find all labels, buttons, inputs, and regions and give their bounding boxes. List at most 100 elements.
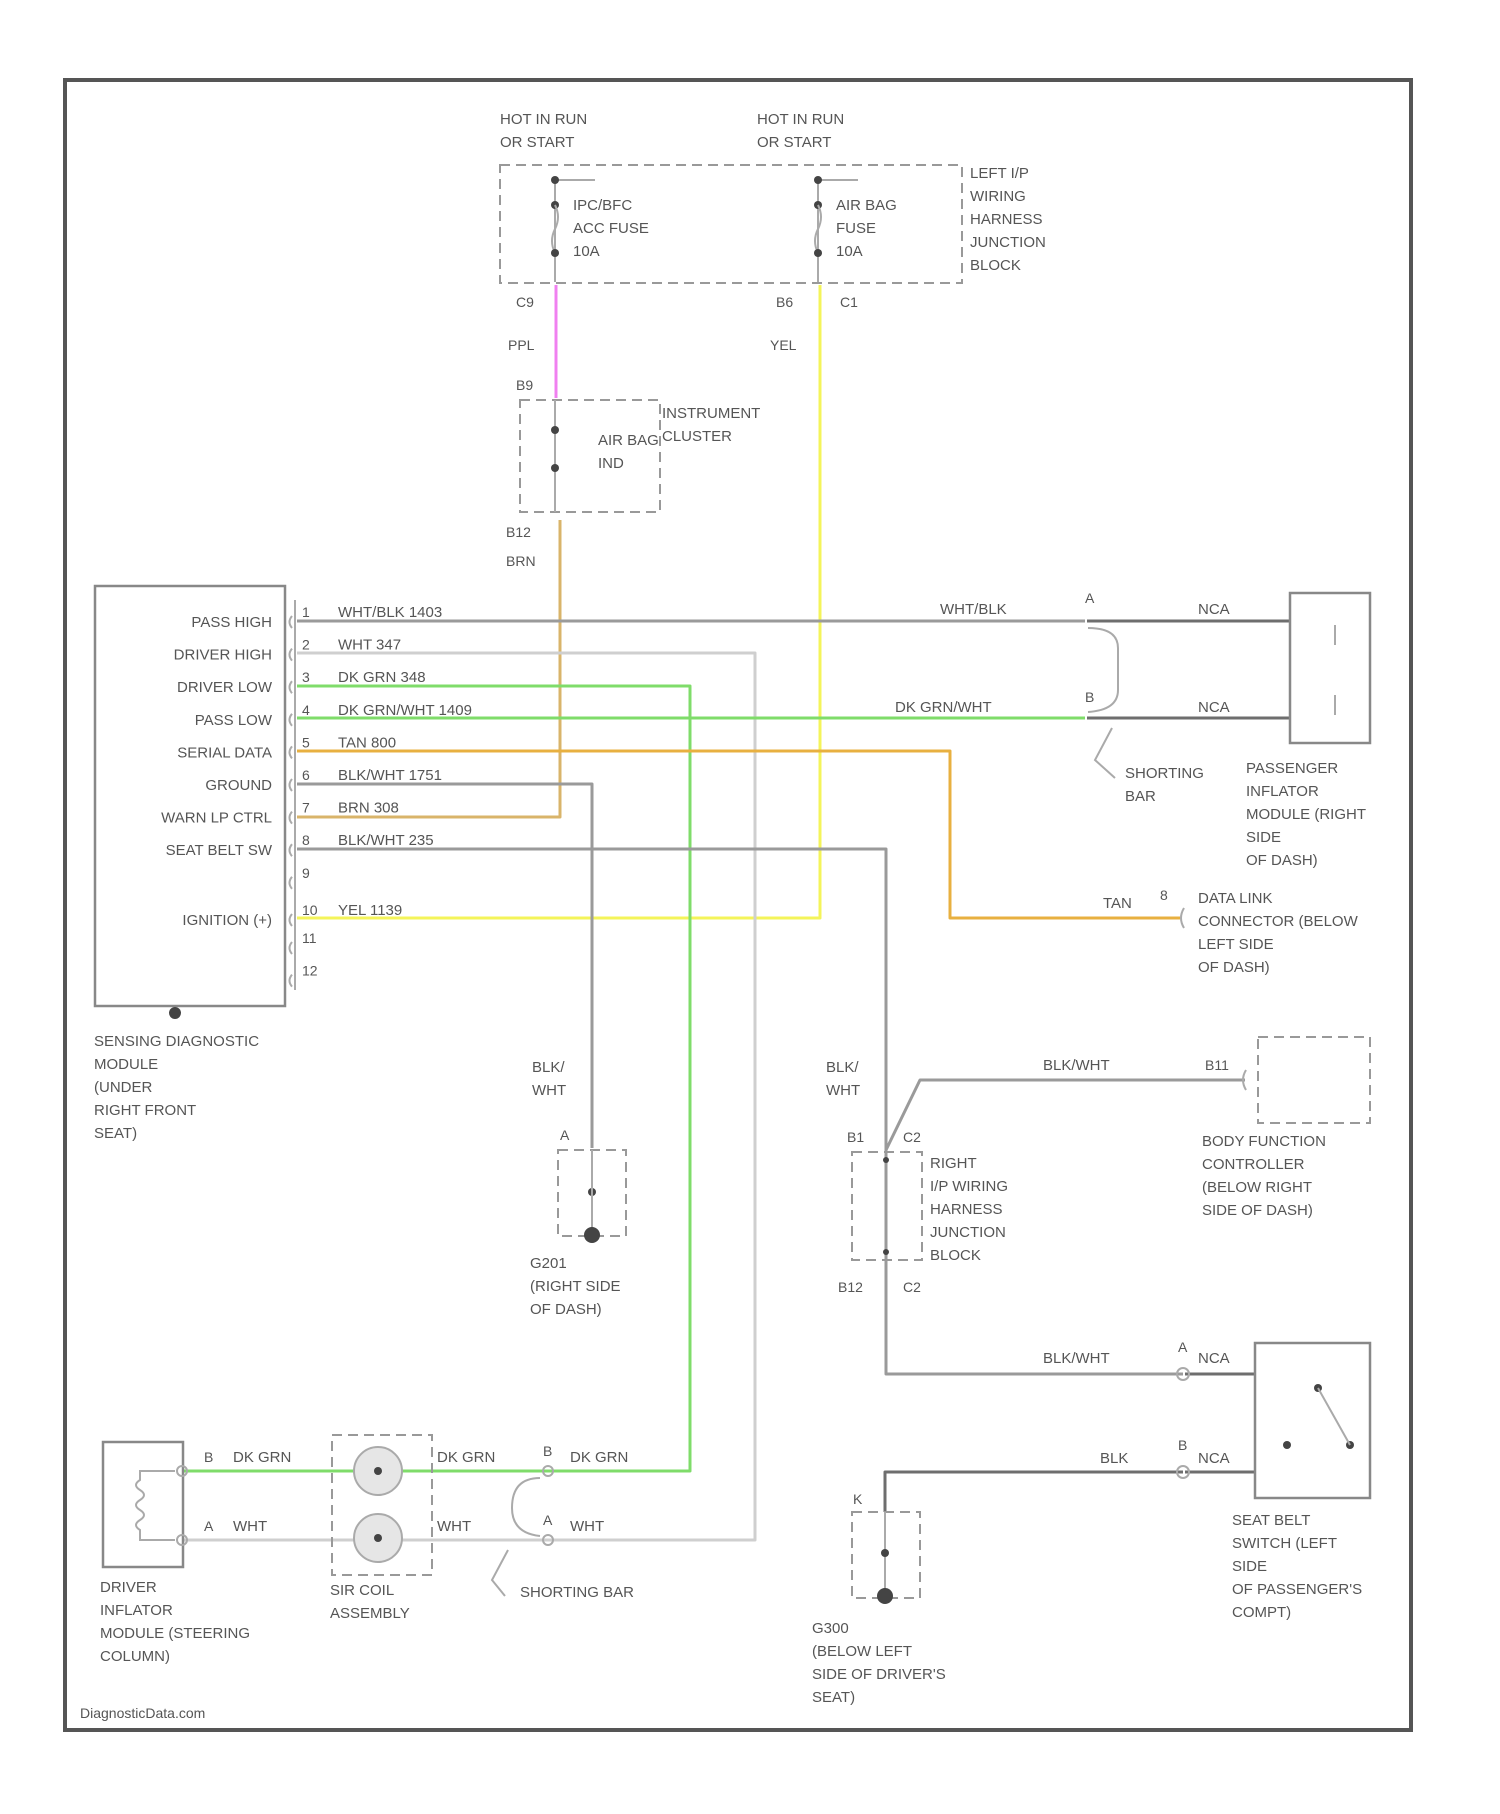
wire-wht-347	[297, 653, 755, 1540]
coil-pin-a: A	[543, 1512, 553, 1528]
pin-b9: B9	[516, 377, 533, 393]
bfc-outline	[1258, 1037, 1370, 1123]
sdm-row-label: PASS LOW	[195, 712, 273, 729]
sdm-pin-terminal	[290, 844, 293, 856]
sdm-wire-label: BLK/WHT 1751	[338, 767, 442, 784]
sdm-wire-label: YEL 1139	[338, 902, 402, 919]
sdm-wire-label: BLK/WHT 235	[338, 832, 434, 849]
fuse1-terminal-top	[551, 176, 559, 184]
g201-wire-label: BLK/WHT	[532, 1059, 566, 1099]
junction-terminal-top	[883, 1157, 889, 1163]
sb-wire1-label: BLK/WHT	[1043, 1350, 1110, 1367]
fuse2-terminal-bot	[814, 249, 822, 257]
sdm-pin-terminal	[290, 942, 293, 954]
sdm-pin-number: 11	[302, 930, 317, 946]
driver-wire-a: WHT	[233, 1518, 267, 1535]
wire-blk-wht-235	[297, 849, 1183, 1374]
sdm-row-label: DRIVER HIGH	[174, 647, 272, 664]
sdm-pin-number: 6	[302, 767, 310, 783]
fuse2-label: AIR BAGFUSE10A	[836, 197, 897, 260]
sdm-pin-terminal	[290, 779, 293, 791]
instrument-cluster: B9 INSTRUMENTCLUSTER AIR BAGIND B12 BRN	[506, 377, 760, 569]
g300-ground-dot	[877, 1588, 893, 1604]
coil-wire-a2: WHT	[570, 1518, 604, 1535]
fuse-block-outline	[500, 165, 962, 283]
driver-shorting-bar	[512, 1478, 540, 1536]
passenger-module-box	[1290, 593, 1370, 743]
pin-c9: C9	[516, 294, 534, 310]
pin-c1: C1	[840, 294, 858, 310]
sdm-pin-number: 9	[302, 865, 310, 881]
body-function-controller: BLK/WHT B11 BODY FUNCTIONCONTROLLER(BELO…	[1043, 1037, 1370, 1219]
sdm-wire-label: TAN 800	[338, 734, 396, 751]
sdm-wire-label: BRN 308	[338, 800, 399, 817]
shorting-bar-pointer	[1095, 728, 1115, 778]
sdm-pin-terminal	[290, 681, 293, 693]
sdm-pin-terminal	[290, 746, 293, 758]
driver-inflator-element	[136, 1471, 175, 1540]
sb-contact-2	[1283, 1441, 1291, 1449]
cluster-terminal-2	[551, 464, 559, 472]
sdm-row-label: WARN LP CTRL	[161, 810, 272, 827]
hot-label-1: HOT IN RUNOR START	[500, 111, 587, 151]
driver-pin-b: B	[204, 1449, 213, 1465]
sb-nca2: NCA	[1198, 1450, 1230, 1467]
coil-wire-wht: WHT	[437, 1518, 471, 1535]
junction-wire-label: BLK/WHT	[826, 1059, 860, 1099]
pass-pin-b: B	[1085, 689, 1094, 705]
bfc-pin: B11	[1205, 1057, 1229, 1073]
sdm-pin-terminal	[290, 914, 293, 926]
g300-terminal	[881, 1549, 889, 1557]
pass-wire1-label: WHT/BLK	[940, 601, 1007, 618]
dlc-wire-label: TAN	[1103, 895, 1132, 912]
data-link-connector: TAN 8 DATA LINKCONNECTOR (BELOWLEFT SIDE…	[1103, 887, 1359, 976]
driver-module-box	[103, 1442, 183, 1567]
g201-pin: A	[560, 1127, 570, 1143]
junction-pin-c2: C2	[903, 1129, 921, 1145]
sdm-pin-terminal	[290, 877, 293, 889]
coil-pin-b: B	[543, 1443, 552, 1459]
sdm-row-label: DRIVER LOW	[177, 679, 273, 696]
sdm-row-label: PASS HIGH	[191, 614, 272, 631]
junction-pin-b12: B12	[838, 1279, 863, 1295]
sdm-pin-number: 4	[302, 702, 310, 718]
seat-belt-switch: BLK/WHT A NCA BLK B NCA SEAT BELTSWITCH …	[1043, 1339, 1370, 1621]
pass-pin-a: A	[1085, 590, 1095, 606]
sdm-pin-terminal	[290, 812, 293, 824]
sdm-pin-number: 3	[302, 669, 310, 685]
pin-b6: B6	[776, 294, 793, 310]
left-ip-junction-block: HOT IN RUNOR START HOT IN RUNOR START IP…	[500, 111, 1046, 353]
wire-label-ppl: PPL	[508, 337, 535, 353]
sdm-pin-terminal	[290, 616, 293, 628]
sb-switch-blade	[1318, 1388, 1350, 1445]
driver-wire-b: DK GRN	[233, 1449, 291, 1466]
pass-nca1: NCA	[1198, 601, 1230, 618]
bfc-wire-label: BLK/WHT	[1043, 1057, 1110, 1074]
passenger-inflator-module: WHT/BLK A NCA DK GRN/WHT B NCA SHORTINGB…	[895, 590, 1370, 869]
sdm-wire-label: DK GRN/WHT 1409	[338, 702, 472, 719]
wire-label-yel: YEL	[770, 337, 797, 353]
sdm-ground-dot	[169, 1007, 181, 1019]
pin-b12-cluster: B12	[506, 524, 531, 540]
sdm-pin-number: 8	[302, 832, 310, 848]
sdm-pin-number: 7	[302, 800, 310, 816]
ground-g300: K G300(BELOW LEFTSIDE OF DRIVER'SSEAT)	[812, 1491, 946, 1706]
driver-shorting-label: SHORTING BAR	[520, 1584, 634, 1601]
sdm-wire-label: DK GRN 348	[338, 669, 426, 686]
cluster-terminal-1	[551, 426, 559, 434]
coil-wire-b2: DK GRN	[570, 1449, 628, 1466]
wire-label-brn: BRN	[506, 553, 536, 569]
sdm-pin-terminal	[290, 714, 293, 726]
junction-pin-b1: B1	[847, 1129, 864, 1145]
sdm-pin-rows: PASS HIGH1WHT/BLK 1403DRIVER HIGH2WHT 34…	[161, 604, 472, 987]
sdm-pin-number: 5	[302, 734, 310, 750]
